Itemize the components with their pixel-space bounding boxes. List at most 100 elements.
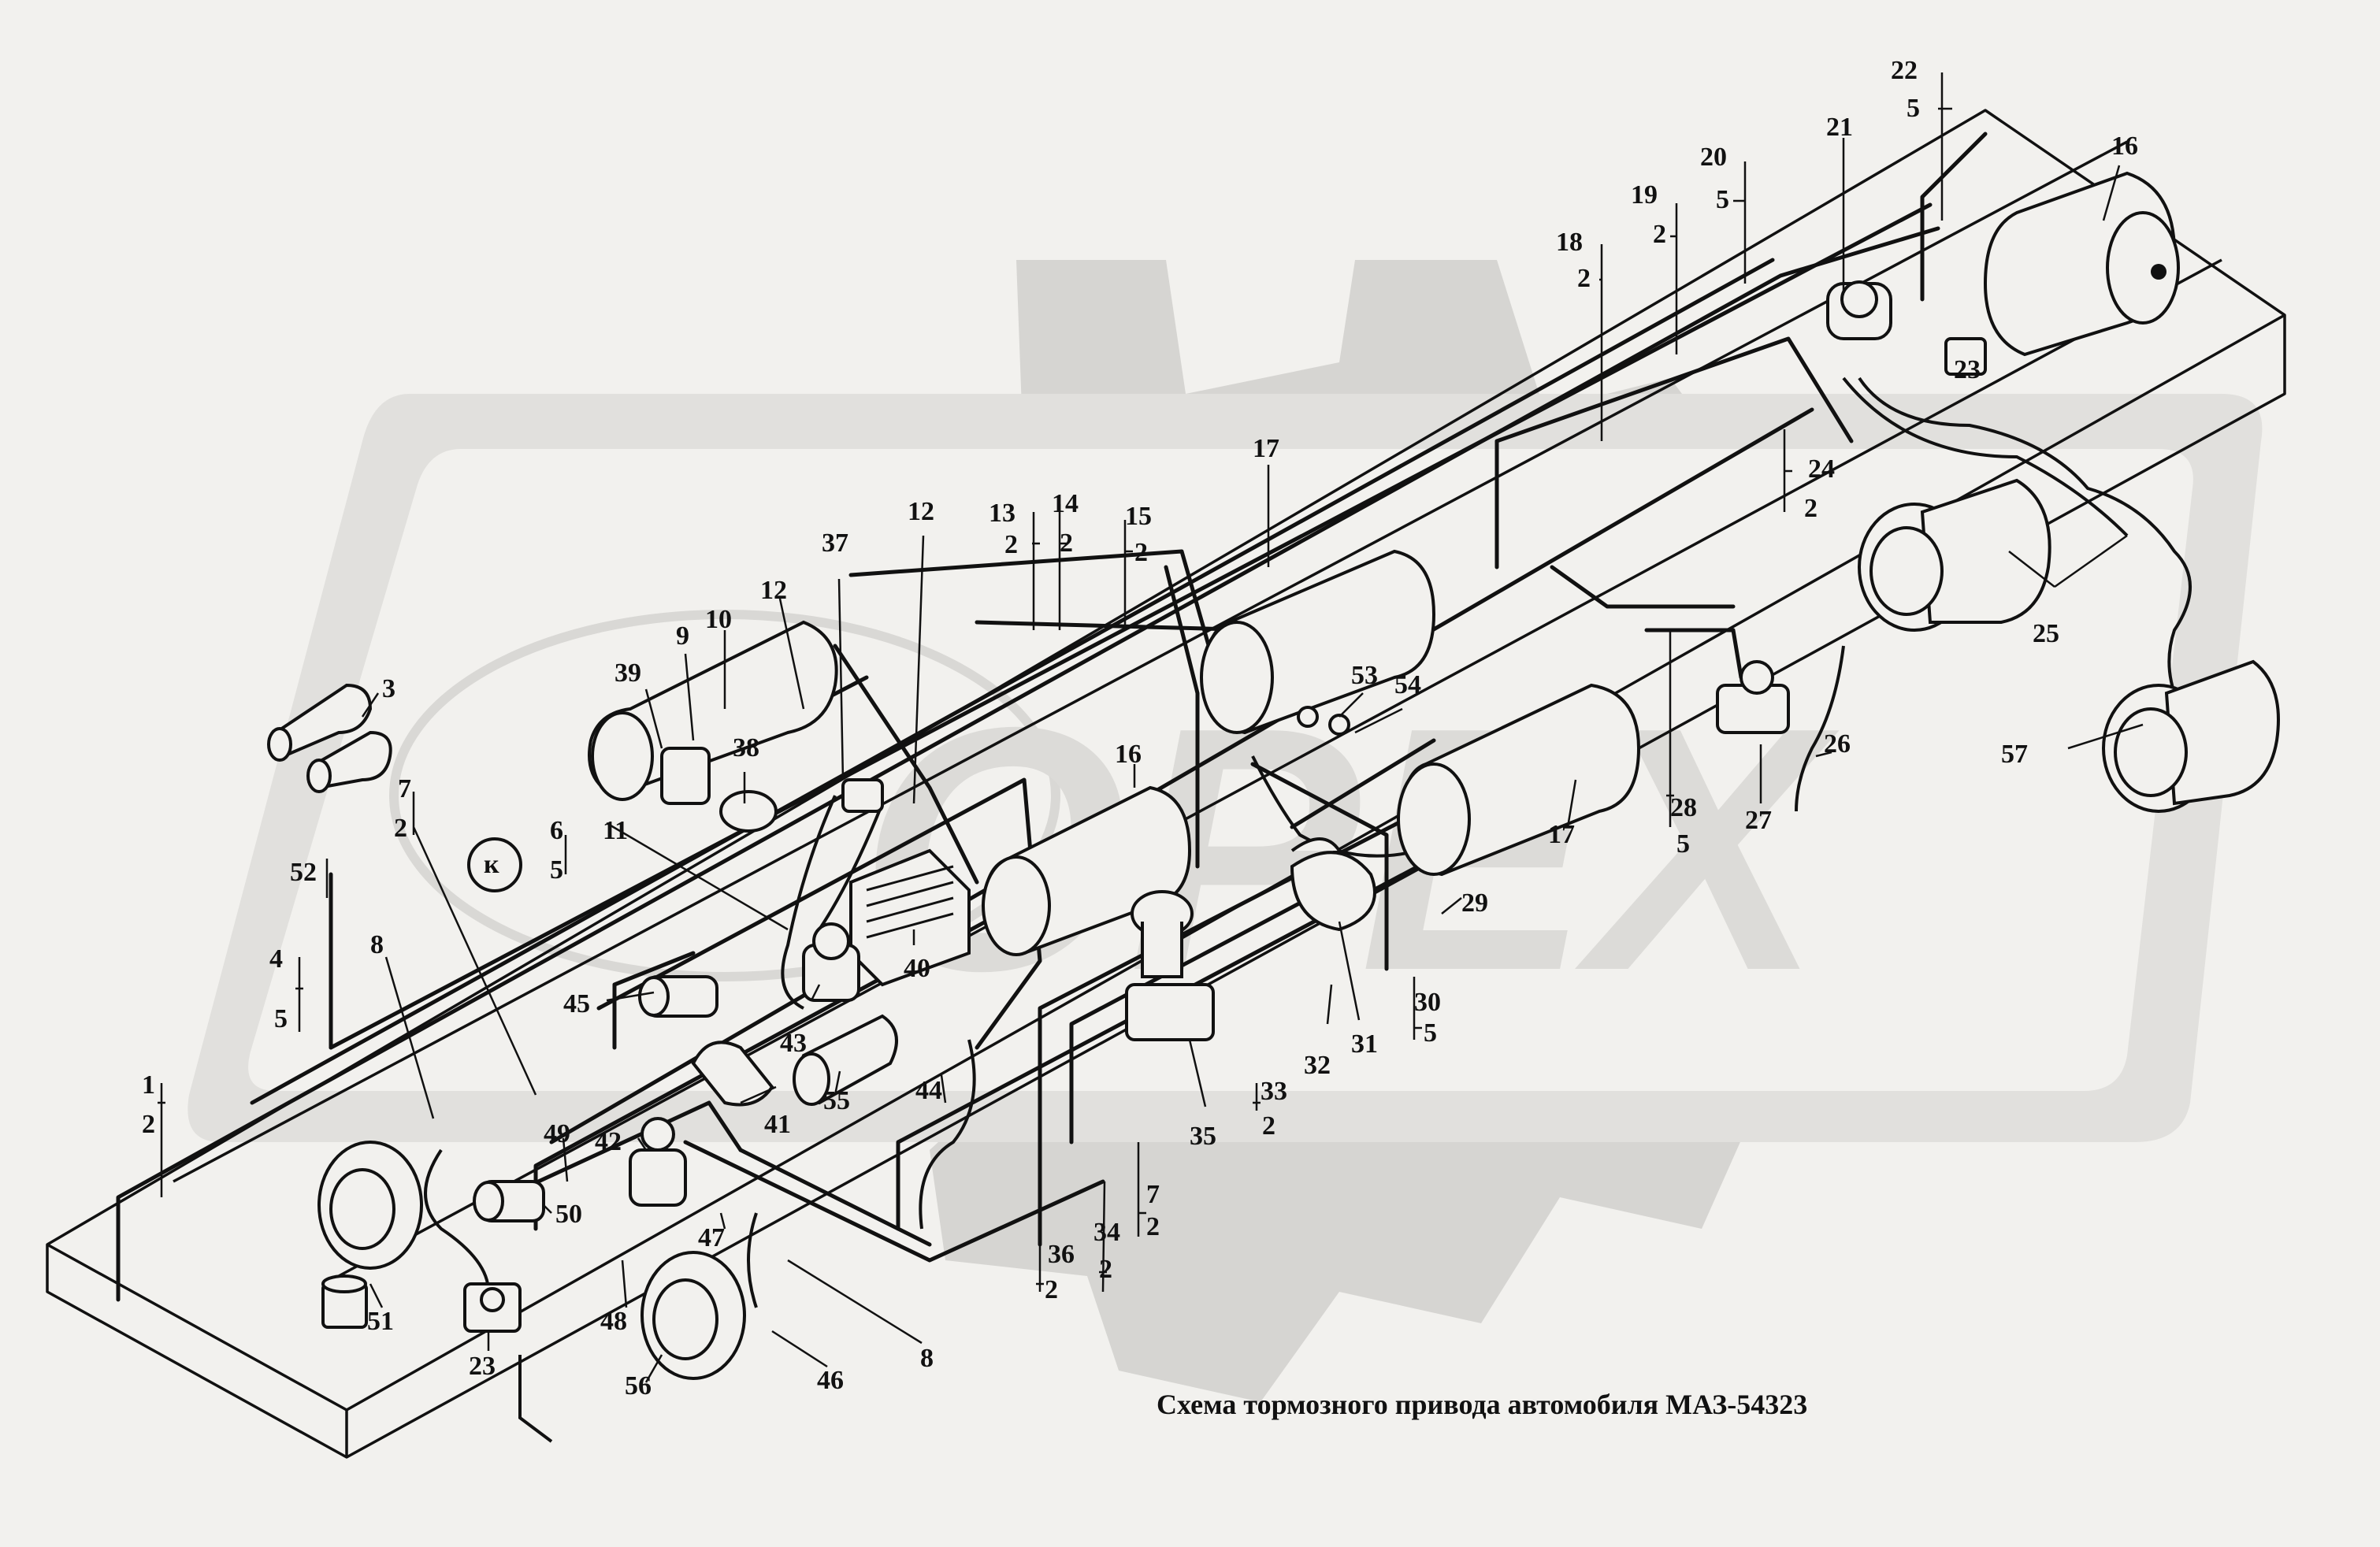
callout-2: 2 (1099, 1255, 1112, 1284)
valve-42 (629, 1117, 687, 1207)
callout-2: 2 (1653, 220, 1666, 249)
callout-35: 35 (1190, 1122, 1216, 1151)
brake-chamber-57 (2102, 659, 2280, 813)
chassis-frame (46, 109, 2286, 1459)
callout-9: 9 (676, 621, 689, 651)
callout-2: 2 (1577, 264, 1591, 293)
callout-5: 5 (1424, 1018, 1437, 1048)
air-tank-9-10 (588, 620, 838, 801)
callout-21: 21 (1826, 113, 1853, 142)
callout-11: 11 (603, 816, 628, 845)
flexible-hoses (424, 377, 2192, 1443)
valve-23-front (463, 1282, 522, 1333)
callout-34: 34 (1093, 1218, 1120, 1247)
brake-chamber-rear-left (1858, 478, 2051, 632)
callout-5: 5 (274, 1004, 288, 1033)
callout-2: 2 (394, 814, 407, 843)
callout-5: 5 (1676, 829, 1690, 859)
callout-55: 55 (823, 1086, 850, 1115)
air-horn-3 (267, 683, 392, 793)
callout-5: 5 (550, 855, 563, 885)
callout-32: 32 (1304, 1051, 1331, 1080)
callout-27: 27 (1745, 806, 1772, 835)
callout-2: 2 (1134, 538, 1148, 567)
callout-2: 2 (1004, 530, 1018, 559)
callout-26: 26 (1824, 729, 1851, 759)
callout-1: 1 (142, 1070, 155, 1100)
callout-8: 8 (370, 930, 384, 959)
callout-47: 47 (698, 1223, 725, 1252)
callout-3: 3 (382, 674, 395, 703)
valve-39 (660, 747, 711, 805)
callout-15: 15 (1125, 502, 1152, 531)
callout-13: 13 (989, 499, 1015, 528)
callout-17: 17 (1253, 434, 1279, 463)
leader-lines (158, 72, 2144, 1383)
callout-16: 16 (1115, 740, 1142, 769)
callout-29: 29 (1461, 889, 1488, 918)
callout-36: 36 (1048, 1240, 1075, 1269)
callout-2: 2 (1060, 529, 1073, 558)
callout-24: 24 (1808, 454, 1835, 484)
callout-2: 2 (1146, 1212, 1160, 1241)
callout-8: 8 (920, 1344, 934, 1373)
callout-37: 37 (822, 529, 848, 558)
callout-31: 31 (1351, 1029, 1378, 1059)
filter-51 (321, 1274, 368, 1329)
callout-12: 12 (908, 497, 934, 526)
callout-4: 4 (269, 944, 283, 974)
callout-52: 52 (290, 858, 317, 887)
callout-44: 44 (915, 1076, 942, 1105)
callout-5: 5 (1907, 94, 1920, 123)
diagram-caption: Схема тормозного привода автомобиля МАЗ-… (1157, 1389, 1807, 1420)
callout-38: 38 (733, 733, 759, 762)
callout-45: 45 (563, 989, 590, 1018)
callout-5: 5 (1716, 185, 1729, 214)
callout-39: 39 (614, 658, 641, 688)
air-tank-17-upper (1200, 549, 1436, 735)
callout-42: 42 (595, 1127, 622, 1156)
callout-48: 48 (600, 1307, 627, 1336)
brake-chamber-56 (640, 1251, 746, 1380)
valve-55 (793, 1014, 898, 1106)
callout-51: 51 (367, 1307, 394, 1336)
callout-20: 20 (1700, 143, 1727, 172)
callout-46: 46 (817, 1366, 844, 1395)
valve-21 (1826, 280, 1892, 340)
callout-40: 40 (904, 954, 930, 983)
callout-57: 57 (2001, 740, 2028, 769)
valve-35 (1125, 890, 1215, 1041)
callout-7: 7 (1146, 1180, 1160, 1209)
callout-k: к (484, 850, 499, 879)
valve-41 (691, 1041, 774, 1107)
callout-23: 23 (469, 1352, 496, 1381)
air-tank-17-lower (1397, 683, 1641, 877)
callout-16: 16 (2111, 132, 2138, 161)
callout-14: 14 (1052, 489, 1079, 518)
callout-25: 25 (2033, 619, 2059, 648)
valve-27 (1716, 660, 1790, 734)
valve-23-rear (1944, 337, 1987, 376)
callout-56: 56 (625, 1371, 652, 1400)
callout-43: 43 (780, 1029, 807, 1058)
callout-2: 2 (1262, 1111, 1275, 1141)
callout-2: 2 (142, 1110, 155, 1139)
callout-41: 41 (764, 1110, 791, 1139)
callout-22: 22 (1891, 56, 1918, 85)
callout-10: 10 (705, 605, 732, 634)
valve-38 (719, 790, 778, 833)
callout-30: 30 (1414, 988, 1441, 1017)
air-tank-16-center (982, 785, 1192, 956)
valve-50 (473, 1180, 545, 1222)
callout-17: 17 (1548, 820, 1575, 849)
callout-18: 18 (1556, 228, 1583, 257)
watermark-frame: ОРЕХ (188, 394, 2263, 1142)
valve-45 (638, 975, 718, 1018)
callout-labels: 22 5 21 16 20 5 19 2 18 2 23 24 2 17 13 … (142, 56, 2138, 1400)
valve-53-54 (1297, 706, 1350, 736)
valve-37 (841, 778, 884, 813)
callout-2: 2 (1045, 1275, 1058, 1304)
callout-28: 28 (1670, 793, 1697, 822)
valve-31 (1290, 837, 1376, 932)
